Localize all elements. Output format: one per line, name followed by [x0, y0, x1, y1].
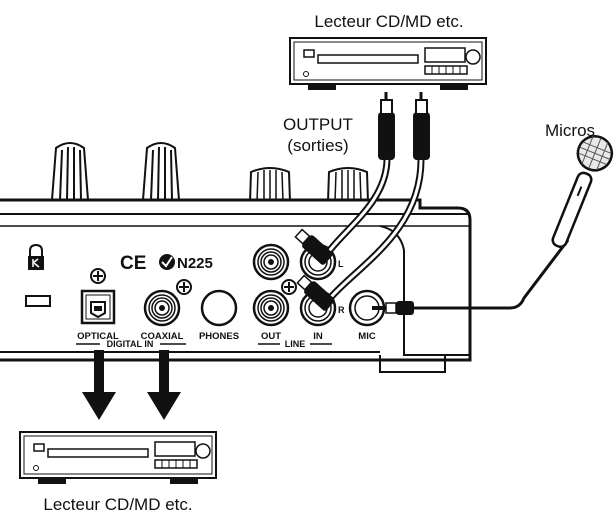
microphone-icon: [551, 135, 614, 249]
optical-jack[interactable]: [80, 289, 116, 325]
security-slot[interactable]: [25, 295, 51, 307]
line-out-r-jack[interactable]: [252, 289, 290, 327]
rca-plug-in-l: [294, 228, 333, 265]
rca-plug-top-left: [378, 92, 395, 160]
bottom-cd-player: [19, 431, 217, 484]
optical-label: OPTICAL: [77, 331, 119, 342]
plus-marker-icon: [176, 279, 192, 295]
marker-l: L: [338, 259, 344, 269]
out-label: OUT: [261, 331, 281, 342]
in-label: IN: [313, 331, 323, 342]
phones-jack[interactable]: [200, 289, 238, 327]
top-device-label: Lecteur CD/MD etc.: [314, 12, 463, 31]
mixer-body: [0, 198, 472, 373]
plus-marker-icon: [90, 268, 106, 284]
rca-plug-in-r: [296, 274, 335, 311]
kensington-lock-icon: [28, 243, 44, 270]
arrow-down-icon: [147, 350, 181, 420]
marker-r: R: [338, 305, 345, 315]
bottom-device-label: Lecteur CD/MD etc.: [43, 495, 192, 514]
rca-cables: [326, 156, 425, 300]
arrow-down-icon: [82, 350, 116, 420]
ce-mark: CE: [120, 253, 146, 274]
cert-mark: N225: [177, 255, 213, 272]
mic-cable: [414, 239, 570, 310]
mic-plug: [372, 301, 414, 315]
phones-label: PHONES: [199, 331, 239, 342]
rca-plug-top-right: [413, 92, 430, 160]
digital-in-group-label: DIGITAL IN: [107, 339, 154, 349]
line-out-l-jack[interactable]: [252, 243, 290, 281]
plus-marker-icon: [281, 279, 297, 295]
coaxial-jack[interactable]: [143, 289, 181, 327]
top-cd-player: [289, 37, 487, 90]
output-sub-label: (sorties): [287, 136, 348, 155]
knobs: [50, 142, 370, 203]
output-label: OUTPUT: [283, 115, 353, 134]
c-tick-icon: [159, 254, 175, 270]
coaxial-label: COAXIAL: [141, 331, 184, 342]
micros-label: Micros: [545, 121, 595, 140]
line-group-label: LINE: [285, 339, 306, 349]
mic-label: MIC: [358, 331, 376, 342]
